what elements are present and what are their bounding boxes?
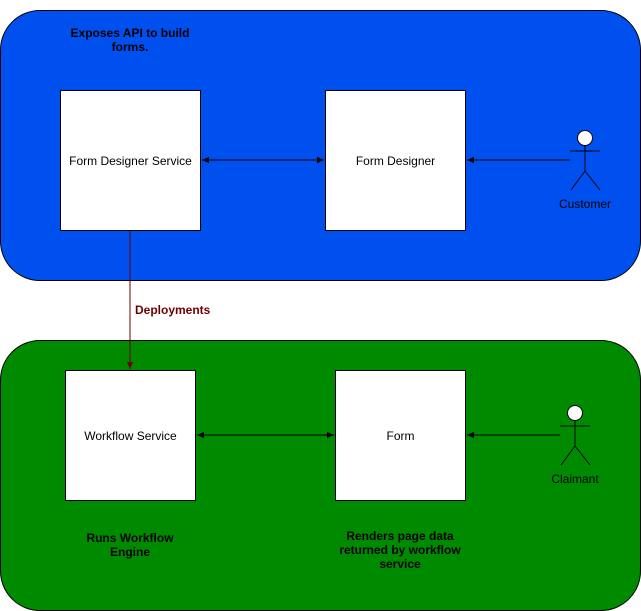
customer-actor-icon[interactable] [570,130,601,191]
workflow-engine-note: Runs Workflow Engine [86,531,174,559]
claimant-actor-icon[interactable] [560,405,591,466]
form-render-note: Renders page data returned by workflow s… [339,529,461,571]
claimant-label: Claimant [551,472,599,486]
customer-label: Customer [558,197,611,211]
designer-region-note: Exposes API to build forms. [70,26,190,54]
deployments-label: Deployments [135,303,211,317]
form-designer-service-box[interactable]: Form Designer Service [60,90,201,231]
form-box[interactable]: Form [335,370,466,501]
workflow-service-box[interactable]: Workflow Service [65,370,196,501]
form-designer-box[interactable]: Form Designer [325,90,466,231]
